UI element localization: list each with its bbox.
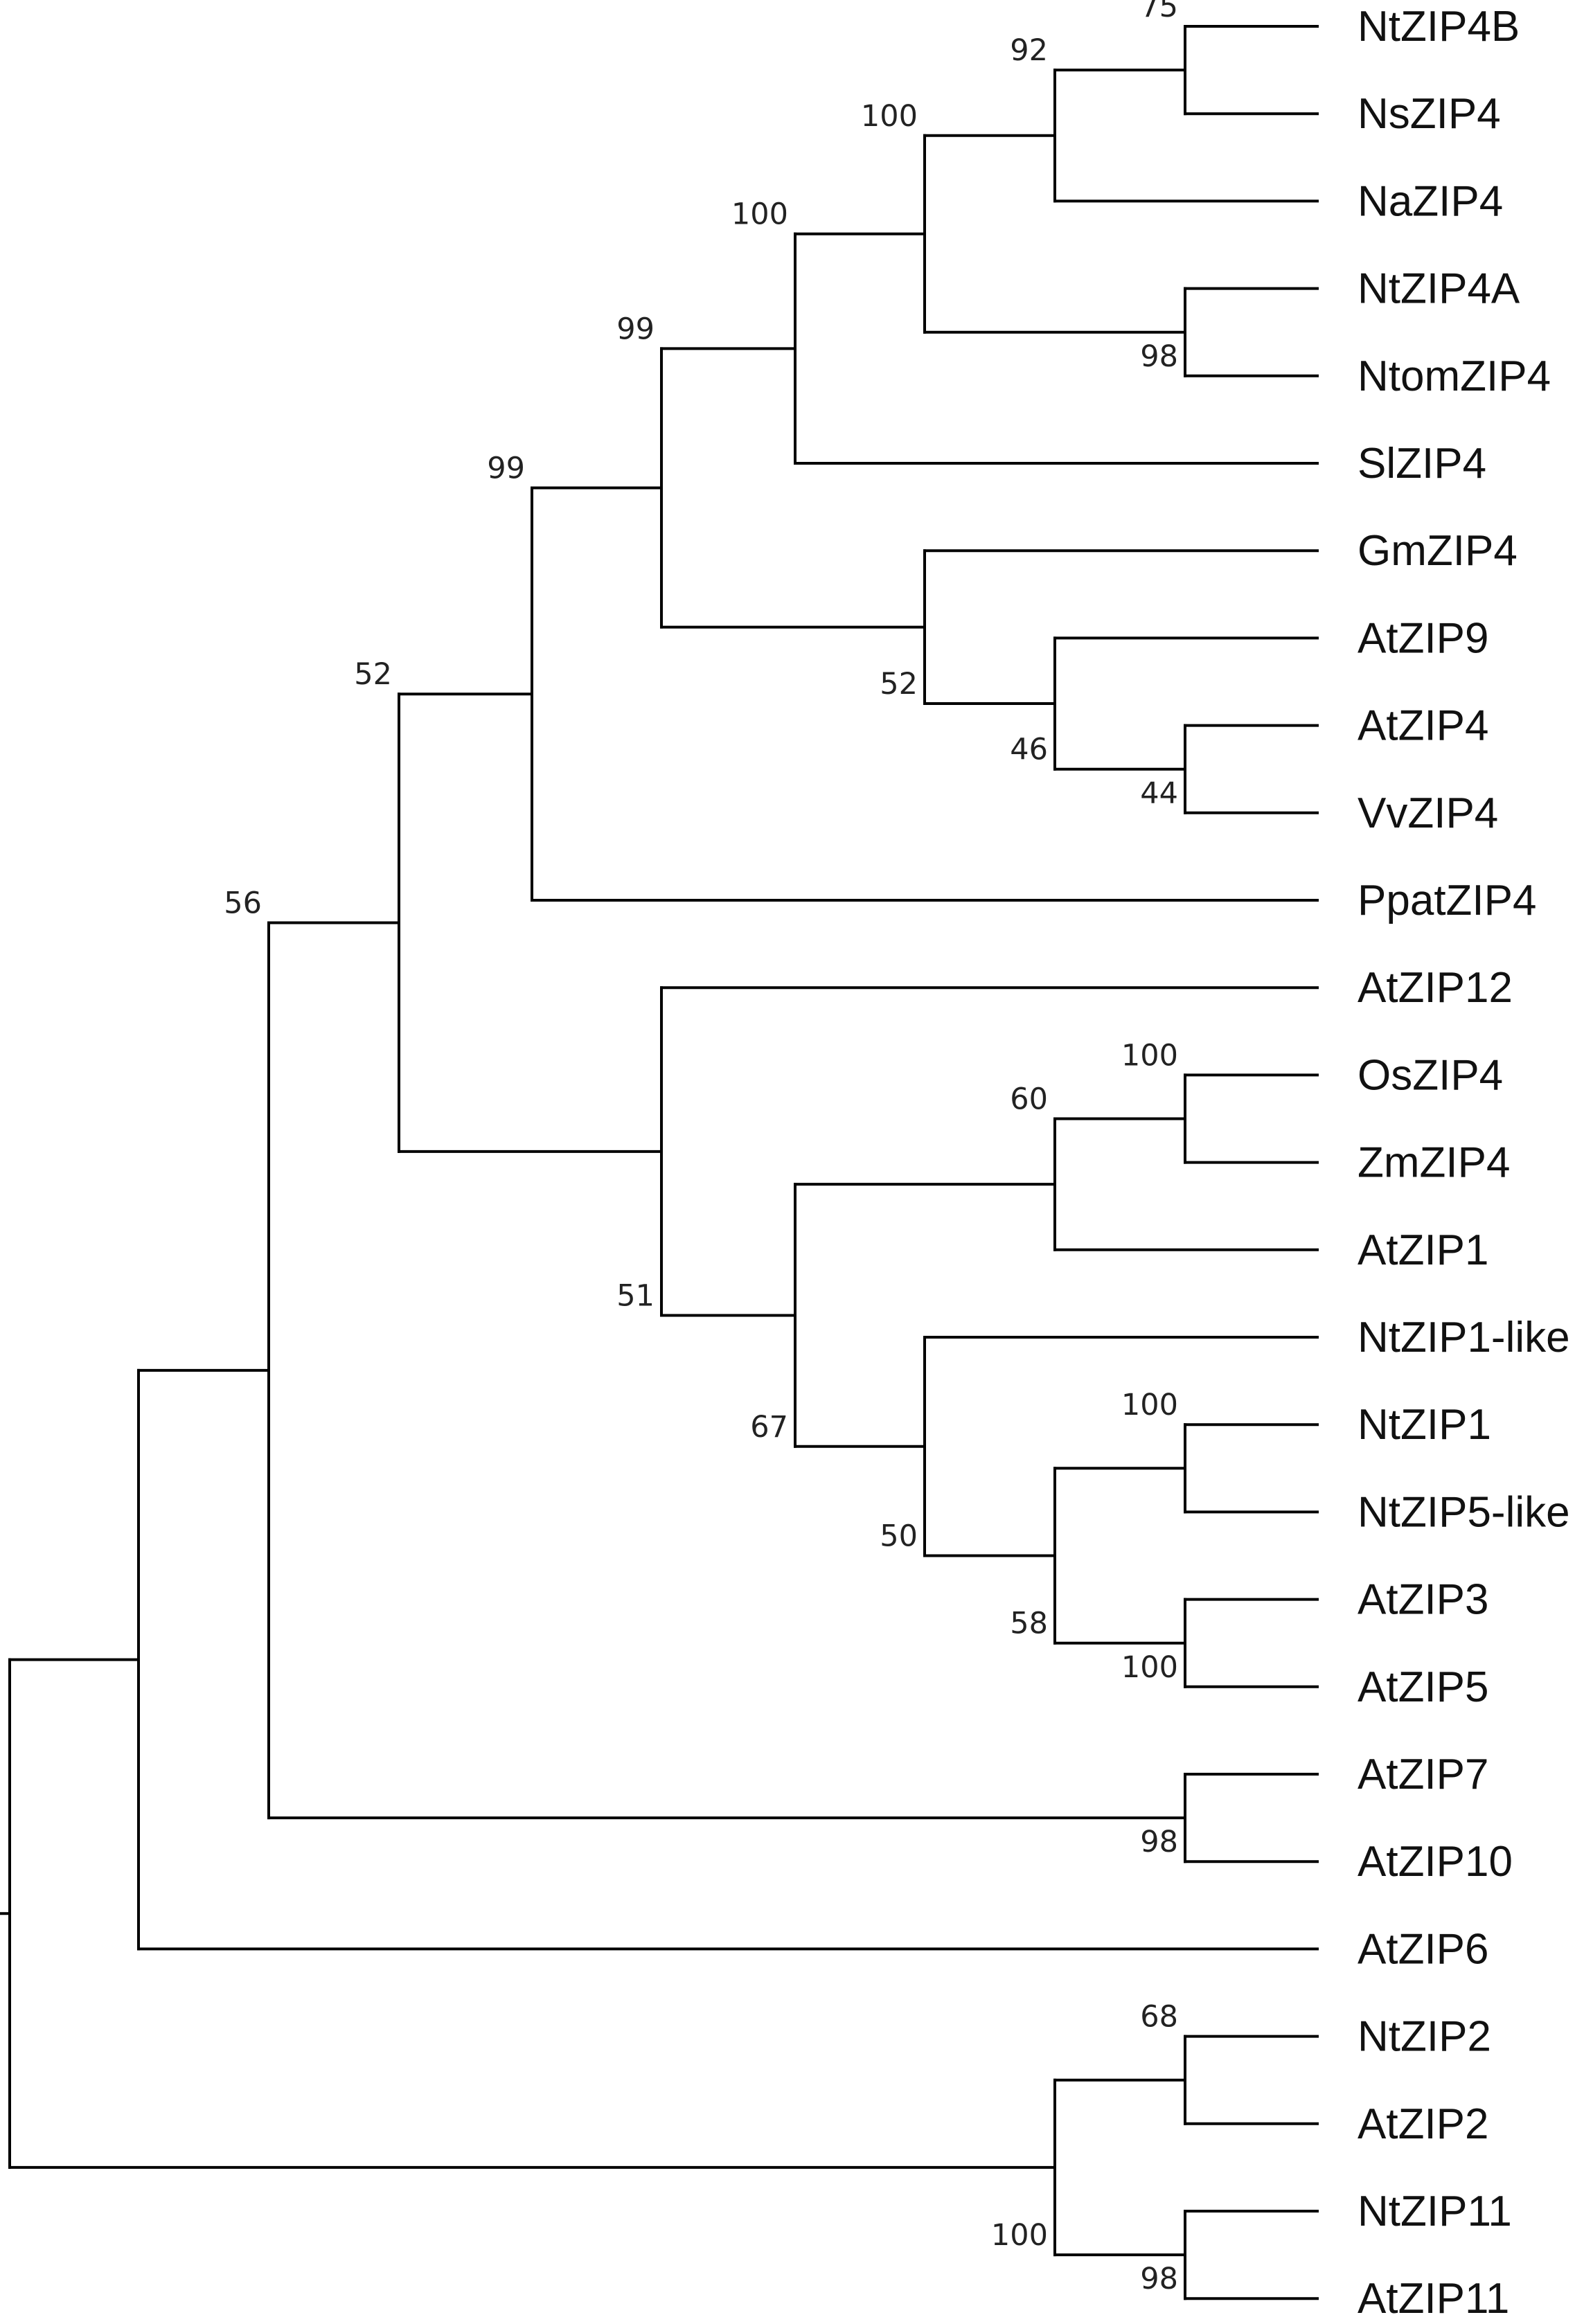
taxon-label: AtZIP11 <box>1358 2275 1509 2323</box>
taxon-label: AtZIP6 <box>1358 1925 1489 1973</box>
bootstrap-value: 100 <box>1121 1388 1178 1422</box>
taxon-label: PpatZIP4 <box>1358 877 1536 924</box>
taxon-label: NtZIP2 <box>1358 2013 1491 2061</box>
bootstrap-value: 98 <box>1140 1825 1178 1859</box>
taxon-label: AtZIP9 <box>1358 614 1489 662</box>
taxon-label: AtZIP7 <box>1358 1751 1489 1798</box>
taxon-label: NtZIP4A <box>1358 265 1520 313</box>
bootstrap-value: 92 <box>1010 33 1048 68</box>
bootstrap-value: 51 <box>616 1278 655 1313</box>
bootstrap-value: 50 <box>880 1519 918 1554</box>
bootstrap-value: 75 <box>1140 0 1178 24</box>
taxon-label: ZmZIP4 <box>1358 1139 1510 1187</box>
bootstrap-value: 98 <box>1140 339 1178 374</box>
taxon-label: AtZIP1 <box>1358 1226 1489 1274</box>
bootstrap-value: 44 <box>1140 776 1178 811</box>
bootstrap-value: 60 <box>1010 1082 1048 1117</box>
bootstrap-value: 98 <box>1140 2262 1178 2296</box>
taxon-label: GmZIP4 <box>1358 527 1518 575</box>
taxon-label: NaZIP4 <box>1358 177 1503 225</box>
bootstrap-value: 68 <box>1140 2000 1178 2035</box>
bootstrap-value: 100 <box>991 2218 1048 2253</box>
taxon-label: NtZIP1 <box>1358 1401 1491 1449</box>
bootstrap-value: 56 <box>224 886 262 921</box>
bootstrap-value: 100 <box>1121 1650 1178 1685</box>
taxon-label: AtZIP3 <box>1358 1576 1489 1624</box>
taxon-label: SlZIP4 <box>1358 440 1486 488</box>
taxon-label: AtZIP12 <box>1358 964 1513 1012</box>
tree-branches <box>0 25 1319 2300</box>
bootstrap-labels: 75 92 98 100 100 44 46 52 99 99 100 60 100 100 58 50 67 5… <box>224 0 1178 2296</box>
taxon-label: AtZIP4 <box>1358 702 1489 750</box>
taxon-label: NtZIP5-like <box>1358 1488 1570 1536</box>
taxon-label: NsZIP4 <box>1358 90 1501 138</box>
taxon-label: AtZIP10 <box>1358 1838 1513 1886</box>
bootstrap-value: 67 <box>750 1410 788 1445</box>
taxon-label: NtZIP1-like <box>1358 1314 1570 1361</box>
bootstrap-value: 100 <box>1121 1038 1178 1073</box>
bootstrap-value: 52 <box>880 667 918 701</box>
taxon-label: NtomZIP4 <box>1358 352 1551 400</box>
bootstrap-value: 46 <box>1010 733 1048 767</box>
bootstrap-value: 99 <box>616 312 655 346</box>
bootstrap-value: 100 <box>731 197 788 232</box>
taxon-label: AtZIP2 <box>1358 2100 1489 2148</box>
bootstrap-value: 100 <box>861 99 918 134</box>
bootstrap-value: 58 <box>1010 1607 1048 1641</box>
taxon-label: OsZIP4 <box>1358 1051 1503 1099</box>
taxon-label: NtZIP11 <box>1358 2188 1512 2235</box>
bootstrap-value: 52 <box>354 657 392 692</box>
taxon-label: AtZIP5 <box>1358 1663 1489 1711</box>
taxon-label: VvZIP4 <box>1358 789 1498 837</box>
taxon-label: NtZIP4B <box>1358 3 1520 51</box>
bootstrap-value: 99 <box>487 451 525 485</box>
